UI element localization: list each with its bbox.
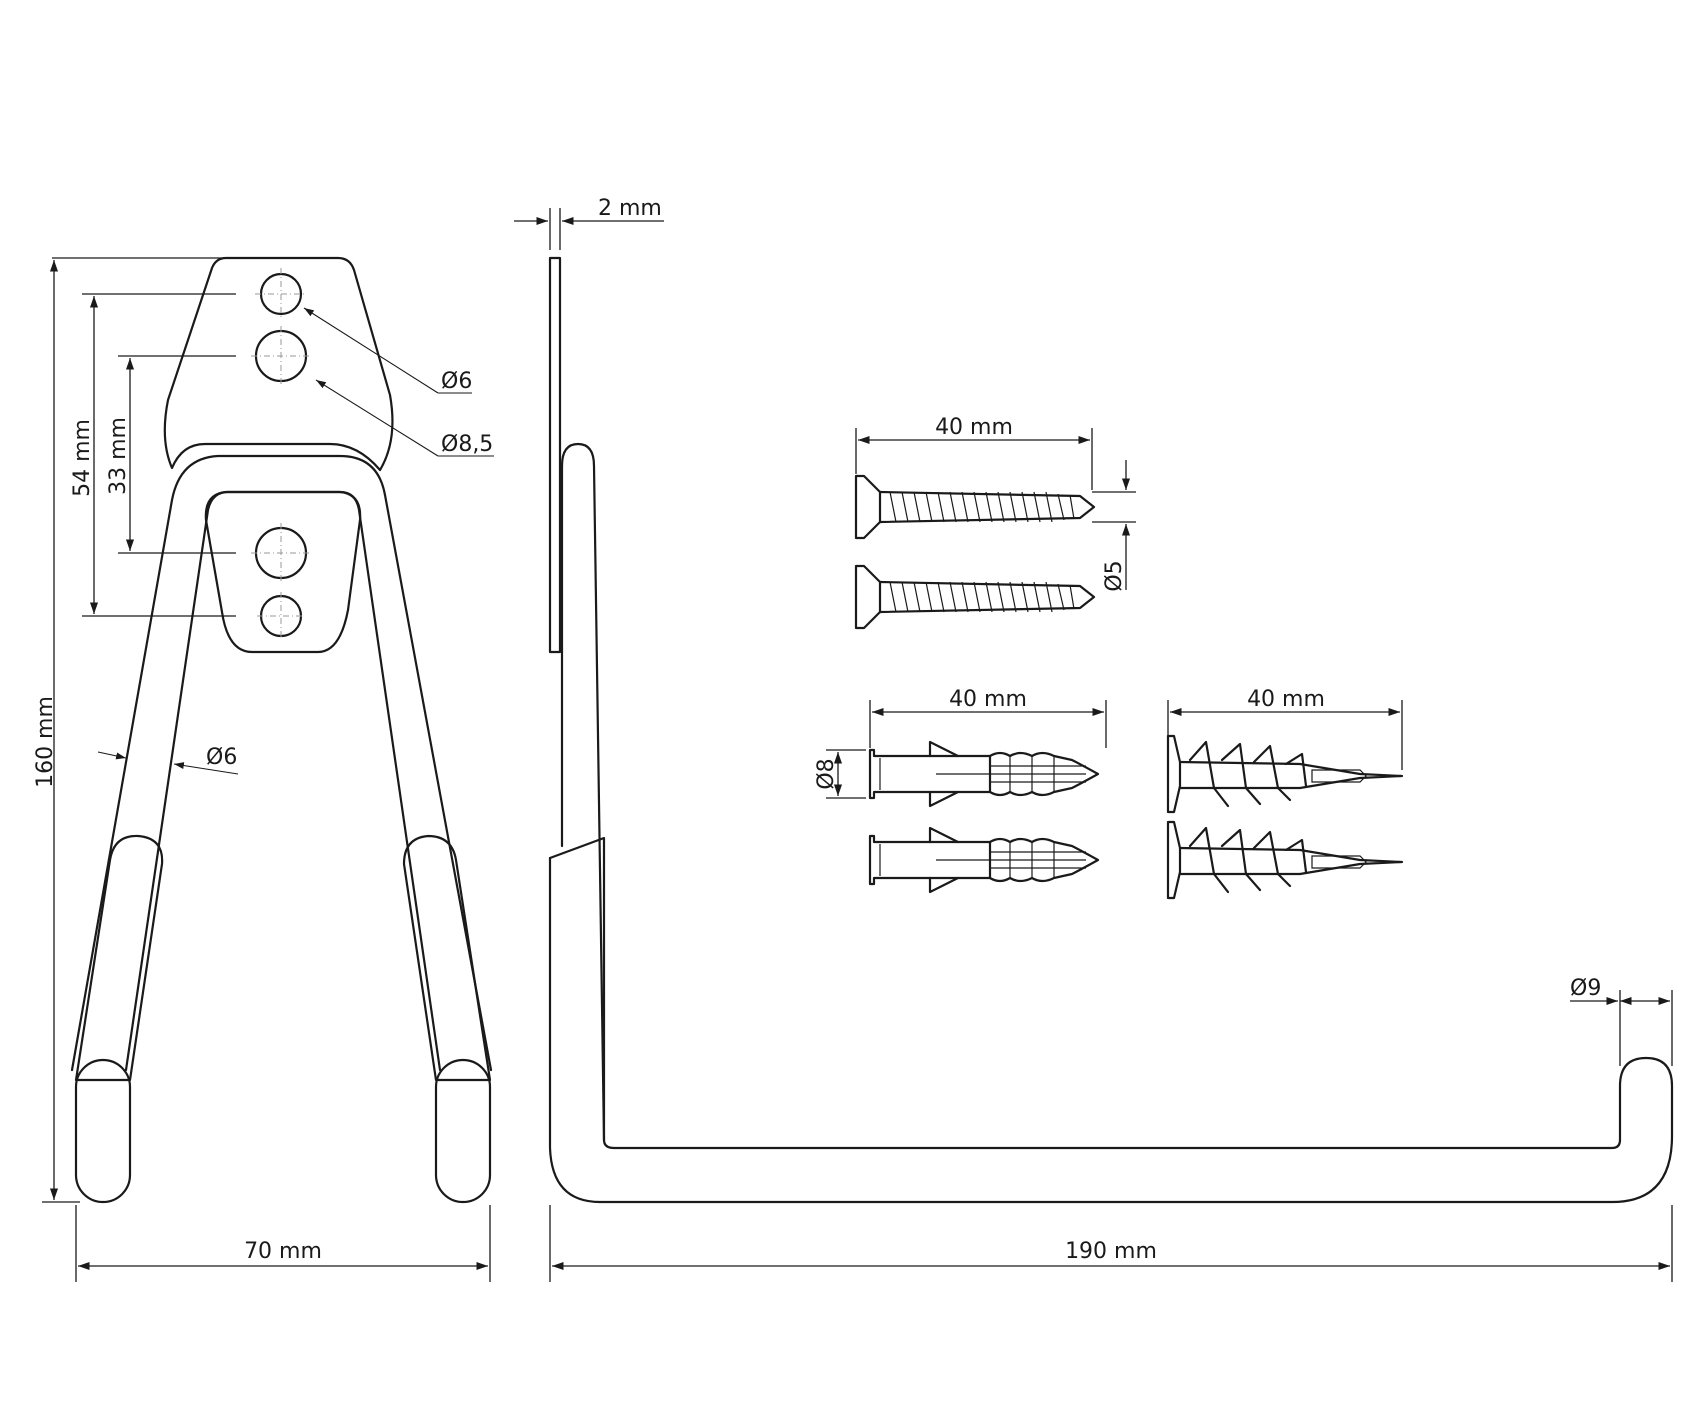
tip-diameter-label: Ø9 [1570, 976, 1601, 1001]
hole-spacing-outer-label: 54 mm [70, 419, 95, 497]
screw-2 [854, 564, 1096, 630]
side-sleeve [548, 836, 606, 1142]
sleeve-left-upper [74, 834, 164, 1082]
length-label: 190 mm [1065, 1239, 1157, 1264]
drywall-anchor-1 [1166, 734, 1404, 814]
sleeve-left-tip [74, 1058, 132, 1204]
small-hole-leader [303, 307, 439, 394]
screw-1 [854, 474, 1096, 540]
side-plate [548, 256, 562, 654]
plug-diameter-label: Ø8 [814, 758, 839, 789]
wall-plug-2 [868, 826, 1100, 894]
side-hook-profile [548, 442, 1674, 1204]
sleeve-right-tip [434, 1058, 492, 1204]
thickness-label: 2 mm [598, 196, 662, 221]
small-hole-label: Ø6 [441, 369, 472, 394]
side-view: 2 mm 190 mm Ø9 [514, 196, 1674, 1282]
mounting-plate [163, 256, 394, 472]
hole-spacing-inner-label: 33 mm [106, 417, 131, 495]
rod-diameter-label: Ø6 [206, 745, 237, 770]
anchor-length-label: 40 mm [1247, 687, 1325, 712]
wall-plug-1 [868, 740, 1100, 808]
lower-plate [204, 490, 362, 654]
front-view: 160 mm 54 mm 33 mm Ø6 Ø8,5 Ø6 70 mm [33, 256, 494, 1282]
hole-centerlines [251, 268, 311, 640]
screw-length-label: 40 mm [935, 415, 1013, 440]
large-hole-leader [315, 379, 439, 457]
drywall-anchor-2 [1166, 820, 1404, 900]
large-hole-label: Ø8,5 [441, 432, 493, 457]
plug-length-label: 40 mm [949, 687, 1027, 712]
width-label: 70 mm [244, 1239, 322, 1264]
sleeve-right-upper [402, 834, 492, 1082]
hardware: 40 mm Ø5 40 mm Ø8 [814, 415, 1404, 900]
screw-diameter-label: Ø5 [1102, 560, 1127, 591]
height-label: 160 mm [33, 696, 58, 788]
hook-rod-outer [70, 454, 493, 1072]
